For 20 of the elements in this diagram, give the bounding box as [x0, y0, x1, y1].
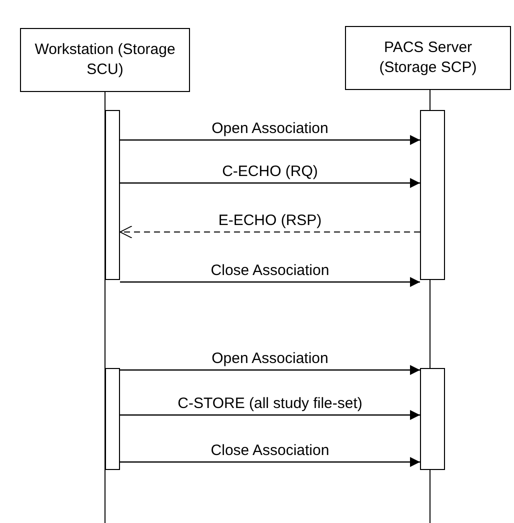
lifeline-header: PACS Server (Storage SCP) [345, 26, 511, 90]
arrow [120, 135, 420, 145]
edge-label: Close Association [210, 262, 330, 280]
lifeline-header: Workstation (Storage SCU) [20, 28, 190, 92]
activation-bar [420, 110, 445, 280]
edge-label: E-ECHO (RSP) [218, 212, 322, 230]
edge-label: C-STORE (all study file-set) [178, 395, 362, 413]
edge-label: Open Association [212, 120, 328, 138]
arrow [120, 365, 420, 375]
activation-bar [420, 368, 445, 470]
edge-label: C-ECHO (RQ) [222, 163, 318, 181]
arrow [120, 178, 420, 188]
activation-bar [105, 368, 120, 470]
arrow [120, 410, 420, 420]
arrow [120, 226, 420, 238]
arrow [120, 277, 420, 287]
arrow [120, 457, 420, 467]
edge-label: Close Association [210, 442, 330, 460]
activation-bar [105, 110, 120, 280]
edge-label: Open Association [212, 350, 328, 368]
